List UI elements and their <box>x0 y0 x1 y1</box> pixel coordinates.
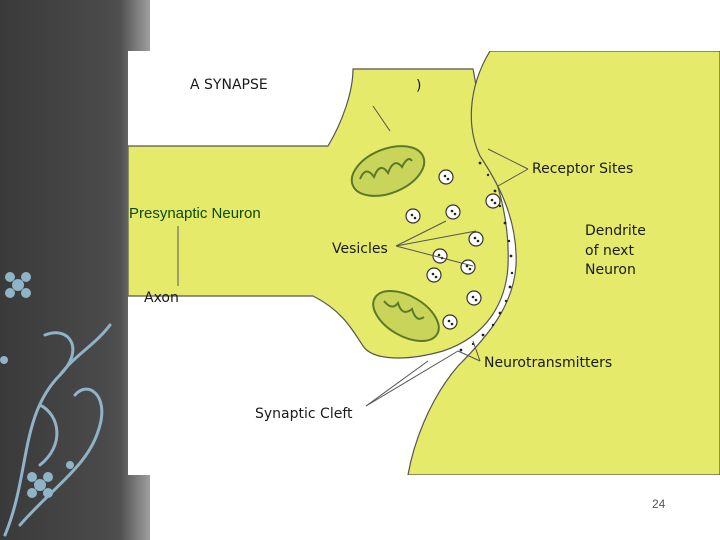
dendrite-shape <box>407 51 720 475</box>
mitochondrion-lower <box>372 290 440 342</box>
floral-ornament <box>0 272 112 537</box>
dendrite-label-line3: Neuron <box>585 262 636 278</box>
receptor-sites-label: Receptor Sites <box>532 161 634 177</box>
diagram-title: A SYNAPSE <box>190 77 268 93</box>
axon-label: Axon <box>144 290 179 306</box>
dendrite-label-line2: of next <box>585 243 634 259</box>
page-number: 24 <box>652 497 666 511</box>
stray-mark: ) <box>416 78 422 94</box>
dendrite-label-line1: Dendrite <box>585 223 646 239</box>
vesicles-label: Vesicles <box>332 241 388 257</box>
synaptic-cleft-label: Synaptic Cleft <box>255 406 353 422</box>
presynaptic-neuron-label: Presynaptic Neuron <box>129 205 261 222</box>
mitochondrion-upper <box>350 145 426 197</box>
neurotransmitters-label: Neurotransmitters <box>484 355 613 371</box>
presynaptic-neuron-shape <box>128 68 509 359</box>
synapse-diagram: A SYNAPSE ) Receptor Sites Dendrite of n… <box>128 51 720 475</box>
